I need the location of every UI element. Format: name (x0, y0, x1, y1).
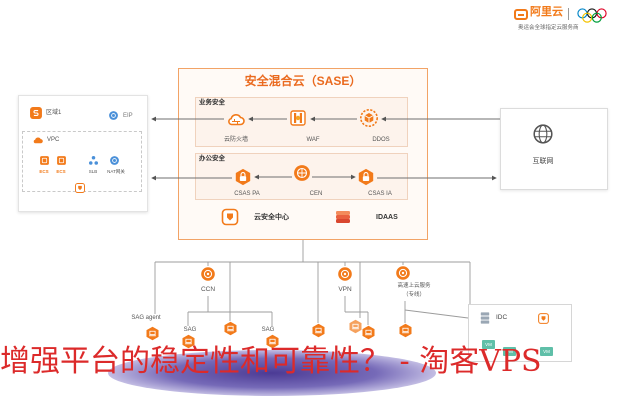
csas-ia-icon (357, 168, 375, 186)
csas-pa-icon (234, 168, 252, 186)
sag-device-icon (311, 323, 326, 338)
overlay-headline: 增强平台的稳定性和可靠性？ - 淘客VPS (0, 345, 542, 379)
office-security-label: 办公安全 (199, 155, 225, 162)
slb-label: SLB (88, 169, 98, 174)
vm-box: VM (482, 340, 495, 349)
eip-icon (108, 110, 119, 121)
idc-label: IDC (496, 314, 508, 321)
csas-ia-label: CSAS IA (368, 191, 392, 197)
ecs-icon (39, 155, 50, 166)
vpn-icon (337, 266, 353, 282)
express-to-idc-line (404, 309, 469, 319)
sag-label: SAG (183, 327, 197, 333)
cen-icon (293, 164, 311, 182)
business-security-label: 业务安全 (199, 99, 225, 106)
vpc-cloud-icon (32, 134, 44, 146)
waf-label: WAF (306, 137, 320, 143)
sag-device-icon (361, 325, 376, 340)
ddos-icon (359, 108, 379, 128)
nat-gateway-label: NAT网关 (107, 169, 125, 174)
cloud-firewall-label: 云防火墙 (223, 137, 249, 143)
ccn-label: CCN (200, 286, 216, 293)
vpc-label: VPC (47, 137, 60, 143)
brand-tagline: 奥运会全球指定云服务商 (518, 25, 579, 31)
express-connect-sublabel: （专线） (402, 292, 426, 298)
eip-label: EIP (123, 113, 133, 119)
security-badge-icon (74, 182, 86, 194)
idc-security-icon (537, 312, 550, 325)
security-center-label: 云安全中心 (254, 214, 289, 221)
idaas-label: IDAAS (376, 214, 398, 221)
sag-label: SAG (261, 327, 275, 333)
region-icon (29, 106, 43, 120)
internet-label: 互联网 (532, 158, 554, 165)
slb-icon (88, 155, 99, 166)
csas-pa-label: CSAS PA (234, 191, 260, 197)
overlay-backdrop-ellipse (108, 350, 436, 396)
logo-divider (568, 8, 569, 20)
sag-device-icon (145, 326, 160, 341)
nat-gateway-icon (109, 155, 120, 166)
security-center-icon (220, 207, 240, 227)
cloud-firewall-icon (226, 109, 246, 129)
internet-panel (500, 108, 608, 190)
vm-box: VM (540, 347, 553, 356)
express-connect-label: 高速上云服务 (397, 283, 431, 289)
sag-agent-label: SAG agent (131, 315, 161, 321)
ddos-label: DDOS (372, 137, 390, 143)
alibaba-cloud-logo-icon (514, 9, 528, 20)
ecs-icon (56, 155, 67, 166)
waf-icon (288, 108, 308, 128)
vpn-label: VPN (338, 286, 352, 293)
region-label: 区域1 (46, 110, 62, 116)
ecs-label: ECS (56, 169, 66, 174)
ecs-label: ECS (39, 169, 49, 174)
sag-device-icon (223, 321, 238, 336)
server-icon (478, 311, 492, 325)
idaas-icon (333, 207, 353, 227)
cen-label: CEN (309, 191, 323, 197)
ccn-icon (200, 266, 216, 282)
sag-device-icon (398, 323, 413, 338)
vm-box: VM (503, 347, 516, 356)
olympic-rings-icon (577, 8, 607, 23)
express-connect-icon (395, 265, 411, 281)
sase-title: 安全混合云（SASE） (244, 74, 362, 88)
brand-name: 阿里云 (530, 6, 563, 18)
globe-icon (532, 123, 554, 145)
